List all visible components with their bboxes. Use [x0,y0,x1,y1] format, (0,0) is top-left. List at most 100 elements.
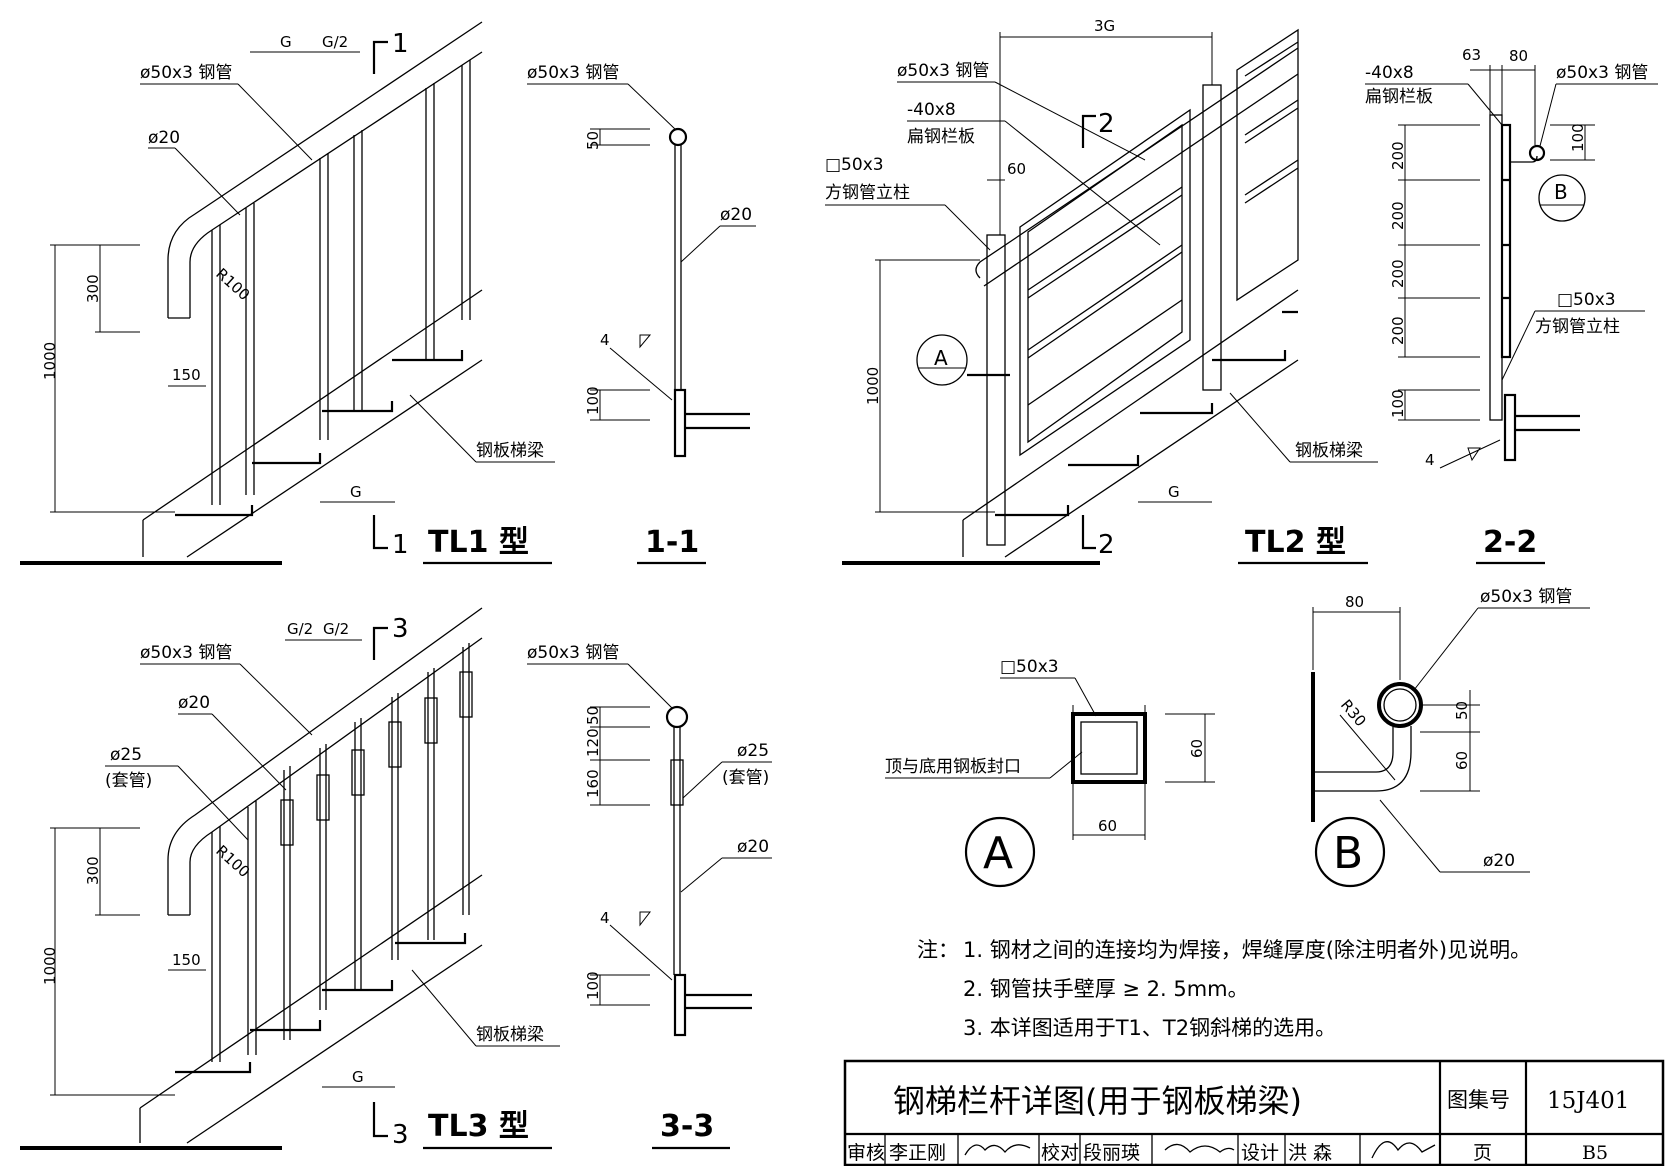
weld-symbol [1439,439,1501,469]
weld-size: 4 [600,331,610,349]
dim-g: G [352,1068,364,1086]
dim-200: 200 [1389,141,1407,170]
weld-symbol [609,911,673,981]
dim-50: 50 [584,131,602,150]
dim-100: 100 [1569,123,1587,152]
label-sleeve: ø25 [110,745,142,765]
stair-beam-line [142,289,483,521]
dim-80: 80 [1345,593,1364,611]
label-sleeve-desc: (套管) [105,771,152,791]
flat-bar [1500,123,1512,359]
section-mark [372,40,388,74]
design-label: 设计 [1241,1142,1279,1164]
label-baluster: ø20 [178,693,210,713]
section-mark [372,626,388,660]
label-sleeve-desc: (套管) [722,768,769,788]
label-flat-bar: -40x8 [1365,63,1414,83]
baluster-group [211,643,473,1062]
review-label: 审核 [847,1142,885,1164]
atlas-number: 15J401 [1547,1088,1629,1114]
label-flat-bar-desc: 扁钢栏板 [907,127,975,147]
handrail [975,47,1299,279]
label-beam: 钢板梯梁 [476,441,544,461]
callout-b-letter: B [1554,180,1568,204]
dim-g-half: G/2 [323,620,349,638]
tl3-elevation: 1000 300 150 G/2 G/2 G R100 ø50x3 钢管 ø20… [20,607,560,1150]
note-item: 2. 钢管扶手壁厚 ≥ 2. 5mm。 [963,977,1249,1001]
detail-a: 60 60 □50x3 顶与底用钢板封口 A [885,657,1215,888]
label-baluster: ø20 [1483,851,1515,871]
label-handrail: ø50x3 钢管 [140,63,232,83]
callout-b [1538,174,1586,222]
reviewer-signature [964,1144,1031,1156]
dim-50: 50 [1453,701,1471,720]
label-baluster: ø20 [737,837,769,857]
dim-g: G [1168,483,1180,501]
tl2-elevation: 3G 60 1000 G ø50x3 钢管 -40x8 扁钢栏板 □50x3 方… [825,17,1378,565]
label-beam: 钢板梯梁 [1295,441,1363,461]
detail-b: 80 50 60 R30 ø50x3 钢管 ø20 B [1311,587,1590,888]
title-block: 钢梯栏杆详图(用于钢板梯梁) 图集号 15J401 审核 李正刚 校对 段丽瑛 … [843,1059,1665,1166]
view-title: 3-3 [660,1109,714,1144]
section-mark [372,1102,388,1138]
square-post [1489,114,1503,421]
dim-1000: 1000 [41,342,59,380]
stair-tread [995,310,1298,517]
flat-bar [1027,186,1183,406]
stair-beam-line [186,359,483,558]
view-title: TL3 型 [428,1109,529,1144]
dim-200: 200 [1389,201,1407,230]
dim-300: 300 [84,274,102,303]
dim-100: 100 [1389,389,1407,418]
atlas-label: 图集号 [1447,1088,1510,1112]
dim-3g: 3G [1094,17,1115,35]
callout-a-letter: A [934,346,948,370]
detail-b-letter: B [1333,828,1363,879]
dim-g-half: G/2 [287,620,313,638]
view-title: TL1 型 [428,525,529,560]
view-title: 2-2 [1483,525,1537,560]
dim-g: G [280,33,292,51]
dim-50: 50 [584,706,602,725]
designer-signature [1371,1141,1436,1159]
stair-tread [175,933,467,1074]
dim-100: 100 [584,971,602,1000]
handrail [167,21,483,318]
page-label: 页 [1473,1142,1492,1164]
label-post: □50x3 [825,155,884,175]
designer-name: 洪 森 [1288,1142,1332,1164]
note-item: 1. 钢材之间的连接均为焊接，焊缝厚度(除注明者外)见说明。 [963,938,1531,962]
sleeve [670,759,684,806]
section-mark-number: 2 [1098,530,1115,560]
flat-bar-panel [1019,108,1191,457]
view-title: TL2 型 [1245,525,1346,560]
label-baluster: ø20 [720,205,752,225]
sleeve [351,749,365,796]
dim-200: 200 [1389,259,1407,288]
weld-size: 4 [600,909,610,927]
dim-100: 100 [584,386,602,415]
section-mark [1081,114,1096,148]
handrail-section [668,127,688,147]
weld-symbol [609,334,673,401]
detail-b-marker [1314,816,1386,888]
square-post [986,234,1006,546]
dim-150: 150 [172,366,201,384]
dim-1000: 1000 [41,947,59,985]
section-mark-number: 1 [392,530,409,560]
handrail-section [1528,144,1546,162]
label-flat-bar: -40x8 [907,100,956,120]
dim-radius: R100 [212,842,253,882]
label-baluster: ø20 [148,128,180,148]
section-3-3: 50 120 160 100 ø50x3 钢管 ø25 (套管) ø20 4 3… [527,643,772,1150]
checker-signature [1164,1143,1235,1153]
page-number: B5 [1582,1142,1608,1164]
checker-name: 段丽瑛 [1083,1142,1140,1164]
section-mark-number: 2 [1098,109,1115,139]
tl1-elevation: 1000 300 150 G G/2 G R100 ø50x3 钢管 ø20 钢… [20,21,555,565]
stair-tread [175,350,464,517]
check-label: 校对 [1041,1142,1079,1164]
dim-200: 200 [1389,316,1407,345]
label-beam: 钢板梯梁 [476,1025,544,1045]
